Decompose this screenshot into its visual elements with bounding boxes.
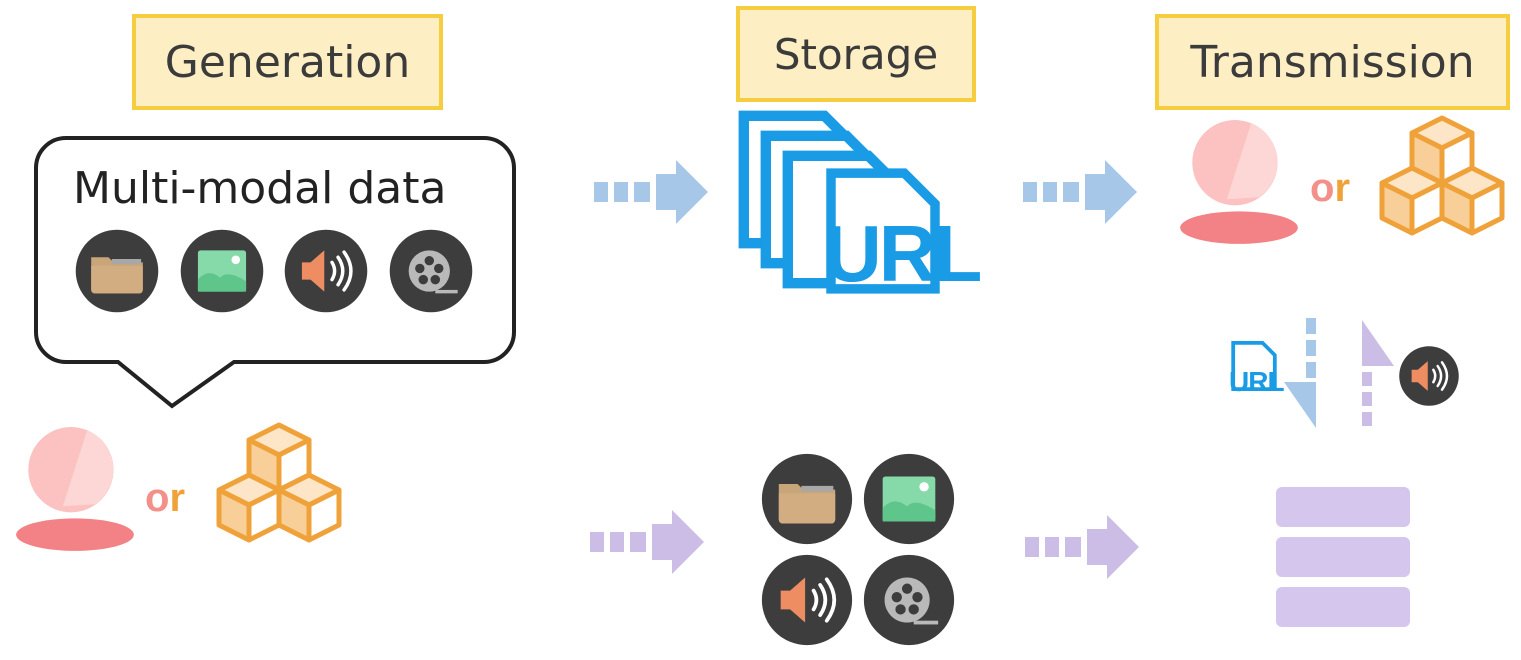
url-text-transmission: URL bbox=[1229, 366, 1285, 397]
or-text-generation: or bbox=[145, 478, 185, 518]
cubes-icon bbox=[203, 420, 355, 570]
stage-label-generation-text: Generation bbox=[164, 36, 411, 88]
audio-icon bbox=[760, 553, 854, 647]
arrow-down-transmission bbox=[1284, 318, 1316, 428]
folder-icon bbox=[760, 452, 854, 546]
stage-label-transmission: Transmission bbox=[1155, 14, 1510, 110]
audio-icon bbox=[283, 228, 369, 314]
or-r: r bbox=[1334, 166, 1351, 210]
arrow-up-transmission bbox=[1362, 320, 1394, 426]
video-icon bbox=[388, 228, 474, 314]
stage-label-transmission-text: Transmission bbox=[1190, 36, 1475, 88]
stage-label-storage: Storage bbox=[736, 6, 976, 102]
image-icon bbox=[862, 452, 956, 546]
arrow-generation-to-storage-top bbox=[594, 160, 708, 224]
bubble-title: Multi-modal data bbox=[73, 163, 447, 214]
video-icon bbox=[862, 553, 956, 647]
arrow-storage-to-transmission-bottom bbox=[1025, 515, 1139, 579]
folder-icon bbox=[74, 228, 160, 314]
cubes-icon bbox=[1366, 113, 1518, 263]
stage-label-generation: Generation bbox=[132, 14, 443, 110]
image-icon bbox=[179, 228, 265, 314]
arrow-generation-to-storage-bottom bbox=[590, 510, 704, 574]
database-icon bbox=[1276, 487, 1410, 627]
audio-icon bbox=[1398, 345, 1460, 407]
or-r: r bbox=[169, 476, 186, 520]
url-text-storage: URL bbox=[824, 209, 982, 298]
or-text-transmission: or bbox=[1310, 168, 1350, 208]
or-o: o bbox=[1310, 166, 1335, 210]
arrow-storage-to-transmission-top bbox=[1023, 160, 1137, 224]
user-icon bbox=[1178, 118, 1300, 250]
or-o: o bbox=[145, 476, 170, 520]
user-icon bbox=[14, 425, 136, 557]
stage-label-storage-text: Storage bbox=[773, 29, 939, 79]
